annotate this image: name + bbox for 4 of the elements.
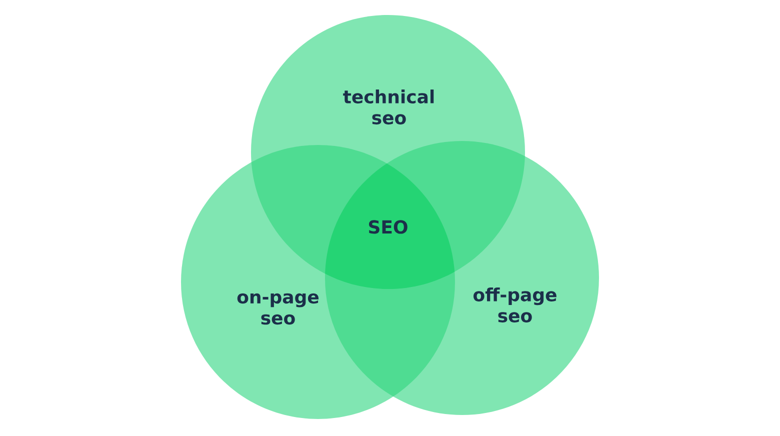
circle-label: off-page seo <box>474 288 556 322</box>
center-label: SEO <box>369 220 408 234</box>
circle-label: technical seo <box>343 90 434 124</box>
circle-label: on-page seo <box>237 293 319 325</box>
